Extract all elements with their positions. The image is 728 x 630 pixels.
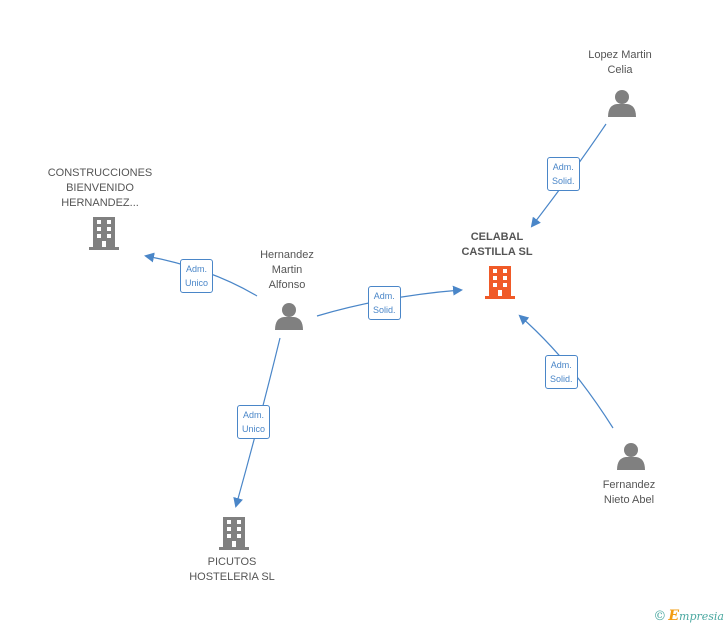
node-label-celabal[interactable]: CELABAL CASTILLA SL [447, 230, 547, 260]
node-label-line: CELABAL [470, 231, 524, 243]
edge-label-line: Adm. [552, 162, 574, 172]
node-label-line: Lopez Martin [588, 49, 652, 61]
edge-label-line: Adm. [550, 360, 572, 370]
edge-label-hernandez-construcciones[interactable]: Adm. Unico [180, 259, 214, 293]
edge-label-line: Unico [185, 278, 209, 288]
copyright-symbol: © [653, 609, 667, 624]
node-label-line: Celia [607, 64, 633, 76]
person-icon[interactable] [608, 90, 636, 117]
empresia-logo-initial: E [668, 608, 680, 624]
node-label-line: Alfonso [268, 279, 306, 291]
empresia-logo-text: mpresia [679, 610, 724, 623]
main-company-building-icon[interactable] [485, 266, 515, 299]
node-label-construcciones[interactable]: CONSTRUCCIONES BIENVENIDO HERNANDEZ... [40, 166, 160, 211]
edge-label-hernandez-picutos[interactable]: Adm. Unico [237, 405, 271, 439]
node-label-hernandez[interactable]: Hernandez Martin Alfonso [237, 248, 337, 293]
edge-label-line: Adm. [186, 264, 208, 274]
person-icon[interactable] [275, 303, 303, 330]
node-label-line: PICUTOS [207, 556, 257, 568]
person-icon[interactable] [617, 443, 645, 470]
node-label-line: HERNANDEZ... [61, 197, 139, 209]
node-label-line: Hernandez [260, 249, 314, 261]
node-label-line: BIENVENIDO [66, 182, 134, 194]
node-label-line: CASTILLA SL [461, 246, 533, 258]
edge-label-line: Solid. [550, 374, 573, 384]
building-icon[interactable] [219, 517, 249, 550]
edge-label-line: Solid. [552, 176, 575, 186]
edge-label-lopez-celabal[interactable]: Adm. Solid. [547, 157, 580, 191]
edge-label-line: Adm. [243, 410, 265, 420]
node-label-lopez[interactable]: Lopez Martin Celia [570, 48, 670, 78]
node-label-line: Martin [271, 264, 303, 276]
node-label-fernandez[interactable]: Fernandez Nieto Abel [579, 478, 679, 508]
building-icon[interactable] [89, 217, 119, 250]
node-label-line: Nieto Abel [603, 494, 655, 506]
node-label-line: CONSTRUCCIONES [47, 167, 153, 179]
empresia-watermark: ©Empresia [653, 608, 724, 624]
node-label-line: HOSTELERIA SL [189, 571, 275, 583]
edge-label-fernandez-celabal[interactable]: Adm. Solid. [545, 355, 578, 389]
node-label-line: Fernandez [602, 479, 656, 491]
edge-label-hernandez-celabal[interactable]: Adm. Solid. [368, 286, 401, 320]
edge-label-line: Adm. [373, 291, 395, 301]
edge-label-line: Unico [242, 424, 266, 434]
node-label-picutos[interactable]: PICUTOS HOSTELERIA SL [172, 555, 292, 585]
edge-label-line: Solid. [373, 305, 396, 315]
